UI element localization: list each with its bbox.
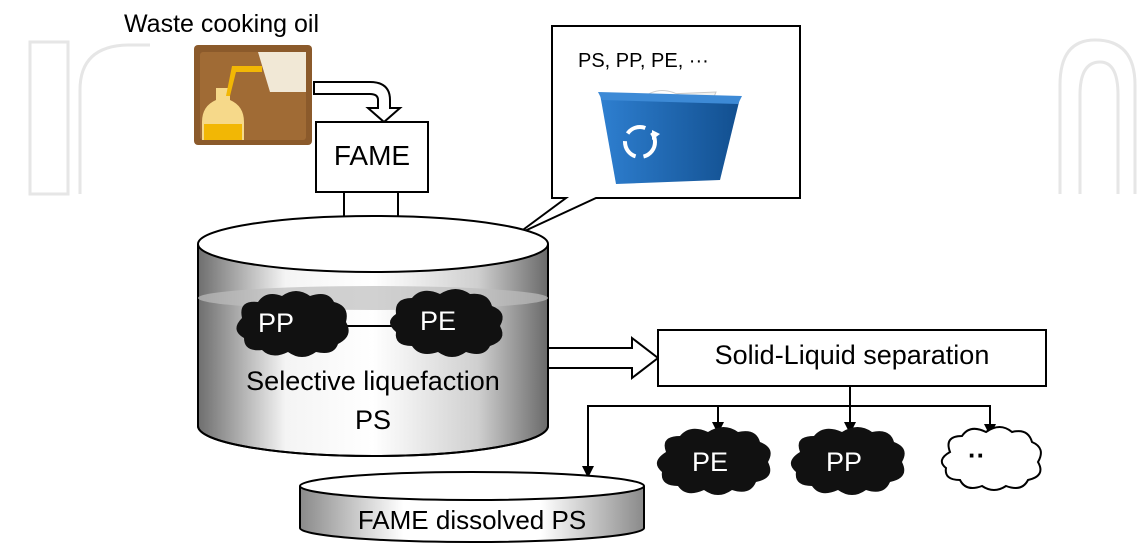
oil-label: Waste cooking oil (124, 10, 319, 38)
pe-output-blob (656, 427, 771, 495)
pp-output-label: PP (826, 447, 863, 477)
watermark (28, 38, 1137, 196)
separation-outputs-lines (587, 386, 991, 470)
pe-blob-label: PE (420, 306, 457, 336)
separation-label: Solid-Liquid separation (714, 340, 990, 370)
dissolved-ps-dish (299, 471, 645, 543)
fame-box (315, 121, 429, 193)
process-label: Selective liquefaction (246, 366, 500, 396)
dissolved-label: FAME dissolved PS (357, 505, 587, 535)
pp-output-blob (790, 427, 905, 495)
ps-label: PS (354, 405, 392, 435)
separation-box (657, 329, 1047, 387)
fame-label: FAME (333, 140, 411, 171)
pe-blob (390, 289, 503, 357)
oil-to-fame-arrow (313, 81, 403, 124)
tank-to-separation-arrow (547, 335, 660, 381)
plastics-label: PS, PP, PE, ··· (578, 50, 709, 72)
pp-blob (236, 291, 349, 357)
cooking-oil-icon (194, 45, 312, 145)
recycle-bin-icon (598, 90, 742, 184)
pe-output-label: PE (692, 447, 729, 477)
pp-blob-label: PP (258, 308, 295, 338)
arrow-heads (582, 422, 996, 478)
other-output-label: ·· (968, 440, 986, 470)
other-output-cloud (940, 426, 1042, 491)
